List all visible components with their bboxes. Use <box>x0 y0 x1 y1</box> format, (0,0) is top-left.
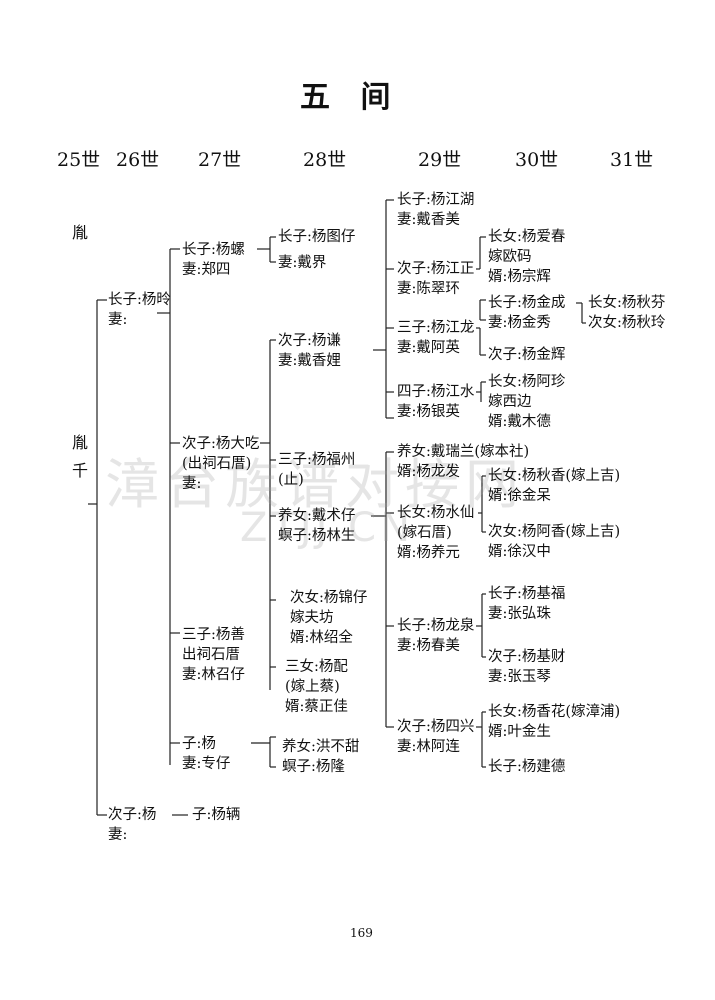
person-node: 长子:杨建德 <box>488 759 566 775</box>
person-node: 长子:杨金成妻:杨金秀 <box>488 295 566 331</box>
person-node: 次女:杨锦仔嫁夫坊婿:林绍全 <box>290 590 368 646</box>
generation-label: 28世 <box>303 149 347 171</box>
ancestor-main: 胤 千 <box>72 433 89 480</box>
generation-label: 30世 <box>515 149 559 171</box>
generation-label: 29世 <box>418 149 462 171</box>
person-node: 养女:洪不甜螟子:杨隆 <box>282 739 360 775</box>
person-node: 养女:戴瑞兰(嫁本社)婿:杨龙发 <box>397 444 530 480</box>
page-title: 五 间 <box>300 80 401 115</box>
person-node: 养女:戴术仔螟子:杨林生 <box>278 508 356 544</box>
person-node: 次子:杨基财妻:张玉琴 <box>488 649 566 685</box>
person-node: 次子:杨四兴妻:林阿连 <box>397 719 475 755</box>
person-node: 三子:杨江龙妻:戴阿英 <box>397 320 475 356</box>
person-node: 长女:杨阿珍嫁西边婿:戴木德 <box>488 374 566 430</box>
person-node: 长女:杨秋香(嫁上吉)婿:徐金呆 <box>488 468 621 504</box>
person-node: 次子:杨江正妻:陈翠环 <box>397 261 475 297</box>
person-node: 次女:杨阿香(嫁上吉)婿:徐汉中 <box>488 524 621 560</box>
generation-label: 25世 <box>57 149 101 171</box>
generation-label: 31世 <box>610 149 654 171</box>
person-node: 长女:杨爱春嫁欧码婿:杨宗辉 <box>488 229 566 285</box>
person-node: 三女:杨配(嫁上蔡)婿:蔡正佳 <box>285 659 348 715</box>
person-node: 子:杨辆 <box>192 807 241 823</box>
person-node: 长女:杨水仙(嫁石厝)婿:杨养元 <box>397 505 475 561</box>
generation-label: 26世 <box>116 149 160 171</box>
person-node: 次子:杨金辉 <box>488 347 566 363</box>
person-node: 长子:杨龙泉妻:杨春美 <box>397 618 475 654</box>
ancestor-top: 胤 <box>72 223 89 242</box>
page-number: 169 <box>350 926 373 940</box>
person-node: 四子:杨江水妻:杨银英 <box>397 384 475 420</box>
person-node: 长子:杨基福妻:张弘珠 <box>488 586 566 622</box>
person-node: 长子:杨螺妻:郑四 <box>182 242 245 278</box>
person-node: 长女:杨香花(嫁漳浦)婿:叶金生 <box>488 704 621 740</box>
person-node: 次子:杨妻: <box>108 807 157 843</box>
person-node: 长子:杨江湖妻:戴香美 <box>397 192 475 228</box>
person-node: 三子:杨善出祠石厝妻:林召仔 <box>182 627 245 683</box>
generation-label: 27世 <box>198 149 242 171</box>
person-node: 次子:杨谦妻:戴香娌 <box>278 333 341 369</box>
person-node: 子:杨妻:专仔 <box>182 736 231 772</box>
person-node: 长子:杨图仔妻:戴界 <box>278 229 356 271</box>
person-node: 次子:杨大吃(出祠石厝)妻: <box>182 436 260 492</box>
person-node: 长女:杨秋芬次女:杨秋玲 <box>588 295 666 331</box>
person-node: 长子:杨昤妻: <box>108 292 171 328</box>
person-node: 三子:杨福州(止) <box>278 452 356 488</box>
